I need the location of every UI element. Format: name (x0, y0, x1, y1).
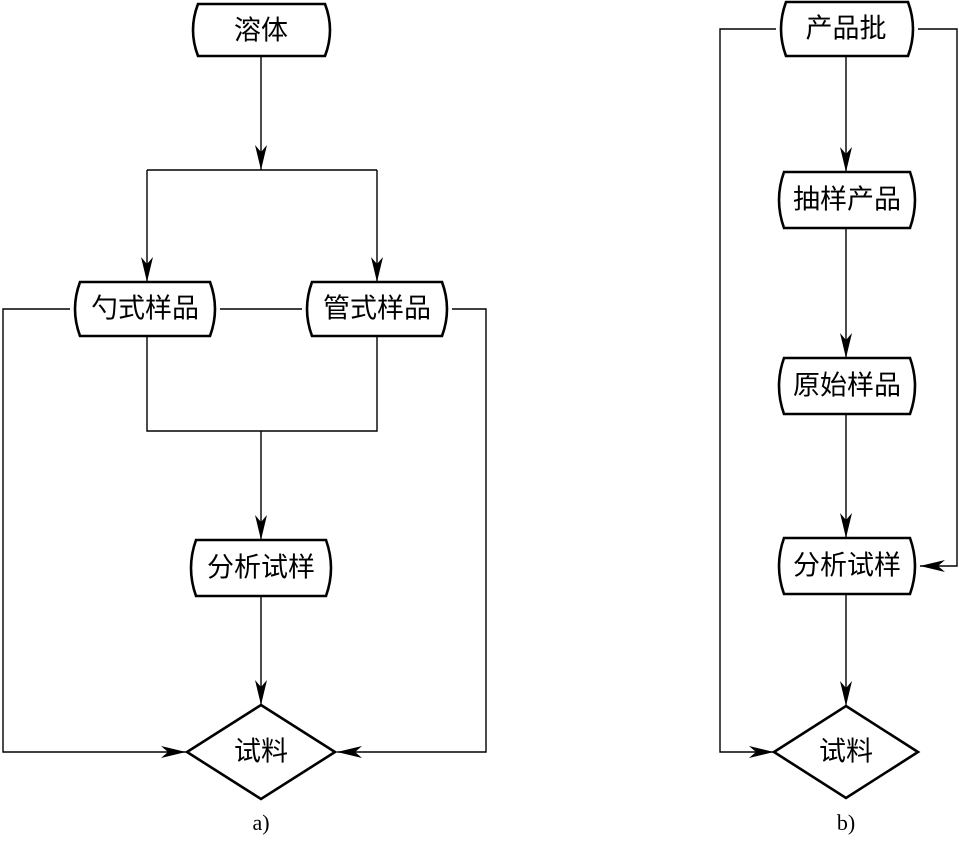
node-sampled-product: 抽样产品 (777, 170, 917, 230)
diagram-b-edges (719, 28, 958, 753)
arrowhead (920, 560, 945, 572)
arrowhead (337, 746, 362, 758)
terminal-shape (191, 2, 332, 58)
node-tube-sample-label: 管式样品 (323, 294, 431, 325)
node-spoon-sample: 勺式样品 (73, 280, 217, 338)
diagram-a: 溶体 勺式样品 管式样品 分析试样 试料 a) (2, 2, 487, 835)
node-product-batch-label: 产品批 (806, 14, 887, 45)
node-sampled-product-label: 抽样产品 (793, 185, 901, 216)
arrowhead (840, 147, 852, 172)
edge-spoon-bypass (2, 308, 186, 753)
node-analysis-sample-b-label: 分析试样 (793, 551, 901, 582)
terminal-shape (777, 536, 917, 596)
terminal-shape (779, 0, 915, 58)
node-spoon-sample-label: 勺式样品 (91, 294, 199, 325)
node-test-material-a: 试料 (184, 703, 338, 801)
caption-b: b) (837, 810, 855, 835)
caption-a: a) (252, 810, 269, 835)
edge-batch-bypass-right (918, 28, 958, 567)
node-melt: 溶体 (191, 2, 332, 58)
node-test-material-a-label: 试料 (234, 737, 288, 768)
arrowhead (749, 746, 774, 758)
arrowhead (255, 515, 267, 540)
node-test-material-b: 试料 (771, 704, 921, 800)
node-analysis-sample-b: 分析试样 (777, 536, 917, 596)
diagram-a-edges (2, 57, 487, 753)
edge-tube-bypass (337, 308, 487, 753)
arrowhead (255, 145, 267, 170)
terminal-shape (777, 356, 917, 416)
arrowhead (840, 681, 852, 706)
diagram-b: 产品批 抽样产品 原始样品 分析试样 试料 b) (719, 0, 958, 835)
arrowhead (840, 513, 852, 538)
terminal-shape (73, 280, 217, 338)
node-melt-label: 溶体 (234, 16, 288, 47)
edge-samples-merge (146, 337, 378, 432)
node-analysis-sample-a-label: 分析试样 (207, 553, 315, 584)
diagram-b-arrows (749, 147, 945, 758)
arrowhead (371, 257, 383, 282)
edge-batch-bypass-left (719, 28, 776, 753)
node-tube-sample: 管式样品 (305, 280, 449, 338)
node-analysis-sample-a: 分析试样 (189, 538, 333, 598)
arrowhead (840, 333, 852, 358)
node-test-material-b-label: 试料 (819, 737, 873, 768)
decision-shape (771, 704, 921, 800)
terminal-shape (777, 170, 917, 230)
diagram-a-arrows (141, 145, 383, 758)
node-original-sample: 原始样品 (777, 356, 917, 416)
node-original-sample-label: 原始样品 (793, 371, 901, 402)
decision-shape (184, 703, 338, 801)
arrowhead (161, 746, 186, 758)
terminal-shape (305, 280, 449, 338)
arrowhead (141, 257, 153, 282)
arrowhead (255, 680, 267, 705)
node-product-batch: 产品批 (779, 0, 915, 58)
terminal-shape (189, 538, 333, 598)
